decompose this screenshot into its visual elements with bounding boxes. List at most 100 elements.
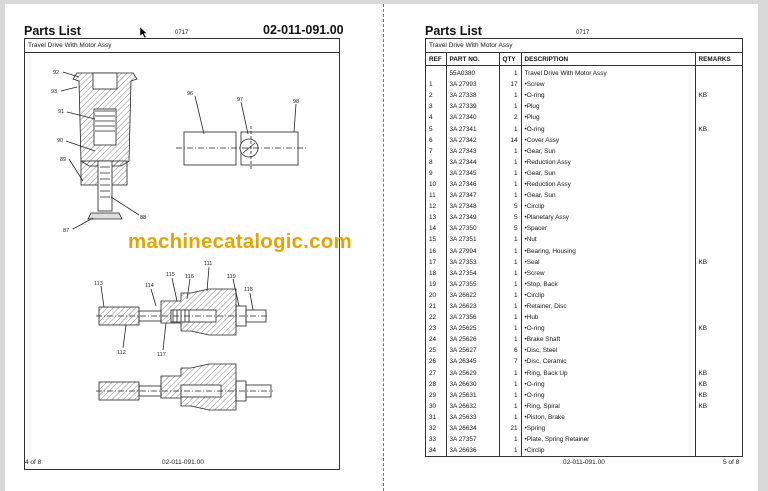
- exploded-diagram: 92 93 91 90 89 88 87 96 97 98 113 114 11…: [51, 70, 306, 411]
- cell-ref: 9: [426, 167, 447, 179]
- cell-description: •Reduction Assy: [520, 178, 696, 191]
- cell-description: •Circlip: [520, 445, 696, 457]
- cell-qty: 5: [498, 201, 522, 213]
- right-footer-page: 5 of 8: [723, 459, 740, 466]
- cell-qty: 1: [498, 90, 522, 102]
- parts-table-frame: Travel Drive With Motor Assy REF PART NO…: [425, 38, 743, 458]
- cell-remarks: [694, 267, 742, 279]
- callout-111: 111: [204, 261, 212, 267]
- cell-ref: 34: [426, 445, 447, 457]
- callout-88: 88: [140, 215, 146, 221]
- cell-part-no: 3A 26634: [445, 423, 500, 435]
- cell-qty: 1: [498, 178, 522, 191]
- cell-description: •Bearing, Housing: [520, 245, 696, 257]
- cell-description: •O-ring: [520, 389, 696, 401]
- cell-ref: 22: [426, 312, 447, 324]
- cell-remarks: [694, 278, 742, 290]
- cell-qty: 6: [498, 345, 522, 357]
- cell-part-no: 3A 27351: [445, 234, 500, 246]
- cell-remarks: KB: [694, 389, 742, 401]
- cell-remarks: [694, 79, 742, 91]
- callout-114: 114: [145, 283, 154, 289]
- cell-description: •Screw: [520, 267, 696, 279]
- cell-description: •Circlip: [520, 201, 696, 213]
- cell-remarks: [694, 167, 742, 179]
- cell-description: •Gear, Sun: [520, 145, 696, 157]
- diagram-frame: Travel Drive With Motor Assy: [24, 38, 340, 470]
- cell-qty: 1: [498, 145, 522, 157]
- cell-remarks: KB: [694, 123, 742, 135]
- cell-qty: 1: [498, 367, 522, 379]
- cell-remarks: [694, 201, 742, 213]
- callout-93: 93: [51, 89, 57, 95]
- cell-remarks: [694, 245, 742, 257]
- cell-ref: 21: [426, 300, 447, 313]
- cell-part-no: 3A 27994: [445, 245, 500, 257]
- cell-ref: 19: [426, 278, 447, 290]
- cell-remarks: [694, 300, 742, 313]
- cell-part-no: 3A 27357: [445, 434, 500, 446]
- callout-115: 115: [166, 272, 175, 278]
- cell-remarks: [694, 190, 742, 202]
- left-footer-page: 4 of 8: [25, 459, 42, 466]
- cell-ref: 5: [426, 123, 447, 135]
- callout-116: 116: [185, 274, 194, 280]
- cell-part-no: 3A 26345: [445, 356, 500, 368]
- cell-description: •Planetary Assy: [520, 212, 696, 224]
- cell-ref: 20: [426, 289, 447, 301]
- callout-96: 96: [187, 91, 193, 97]
- cell-qty: 1: [498, 300, 522, 313]
- callout-87: 87: [63, 228, 69, 234]
- cell-qty: 1: [498, 389, 522, 401]
- cell-ref: 30: [426, 400, 447, 412]
- cell-remarks: [694, 101, 742, 113]
- cell-remarks: KB: [694, 90, 742, 102]
- cell-remarks: [694, 434, 742, 446]
- cell-part-no: 3A 27354: [445, 267, 500, 279]
- cell-part-no: 3A 27353: [445, 256, 500, 268]
- right-footer-doc: 02-011-091.00: [563, 459, 605, 466]
- cell-part-no: 3A 27340: [445, 112, 500, 124]
- cell-ref: 3: [426, 101, 447, 113]
- callout-112: 112: [117, 350, 126, 356]
- cell-description: •O-ring: [520, 378, 696, 390]
- cell-remarks: [694, 212, 742, 224]
- cell-part-no: 3A 27346: [445, 178, 500, 191]
- cell-part-no: 3A 26623: [445, 300, 500, 313]
- cell-part-no: 3A 27349: [445, 212, 500, 224]
- cell-ref: 24: [426, 334, 447, 346]
- cell-remarks: [694, 223, 742, 235]
- left-page-code: 0717: [175, 30, 189, 36]
- cell-qty: 1: [498, 411, 522, 423]
- cell-qty: 1: [498, 323, 522, 335]
- cell-ref: 29: [426, 389, 447, 401]
- cell-qty: 1: [498, 190, 522, 202]
- cell-qty: 1: [498, 434, 522, 446]
- cell-qty: 1: [498, 65, 522, 80]
- cell-remarks: [694, 112, 742, 124]
- cell-description: •Stop, Back: [520, 278, 696, 290]
- cell-qty: 17: [498, 79, 522, 91]
- cell-ref: 33: [426, 434, 447, 446]
- cell-ref: 28: [426, 378, 447, 390]
- cell-part-no: 3A 27356: [445, 312, 500, 324]
- cell-part-no: 3A 27341: [445, 123, 500, 135]
- cell-part-no: 3A 27350: [445, 223, 500, 235]
- cell-description: •Disc, Ceramic: [520, 356, 696, 368]
- cell-part-no: 3A 27342: [445, 134, 500, 146]
- callout-119: 119: [227, 274, 236, 280]
